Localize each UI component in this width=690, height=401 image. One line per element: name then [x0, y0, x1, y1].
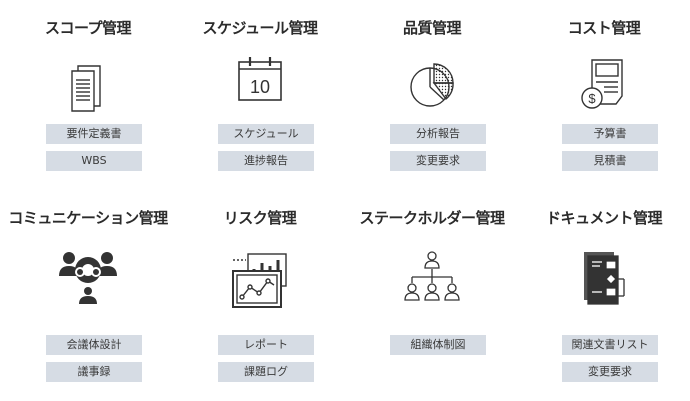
- label-1: WBS: [46, 151, 142, 171]
- cell-title: 品質管理: [402, 19, 462, 37]
- team-icon: [58, 246, 118, 306]
- cell-title: リスク管理: [223, 209, 297, 227]
- label-1: 進捗報告: [218, 151, 314, 171]
- svg-text:$: $: [588, 91, 596, 106]
- cell-title: コスト管理: [567, 19, 641, 37]
- cell-title: スケジュール管理: [202, 19, 318, 37]
- label-1: 課題ログ: [218, 362, 314, 382]
- flowchart-document-icon: [574, 248, 634, 308]
- charts-icon: [230, 251, 290, 311]
- label-0: 関連文書リスト: [562, 335, 658, 355]
- calendar-icon: 10: [230, 50, 290, 110]
- invoice-icon: $: [574, 54, 634, 114]
- label-1: 変更要求: [390, 151, 486, 171]
- label-0: 予算書: [562, 124, 658, 144]
- label-1: 変更要求: [562, 362, 658, 382]
- documents-icon: [58, 58, 118, 118]
- org-chart-icon: [402, 250, 462, 310]
- label-0: 組織体制図: [390, 335, 486, 355]
- label-1: 議事録: [46, 362, 142, 382]
- cell-title: コミュニケーション管理: [8, 209, 168, 227]
- label-1: 見積書: [562, 151, 658, 171]
- cell-title: ステークホルダー管理: [359, 209, 505, 227]
- cell-title: スコープ管理: [44, 19, 132, 37]
- label-0: 分析報告: [390, 124, 486, 144]
- cell-title: ドキュメント管理: [545, 209, 663, 227]
- label-0: 会議体設計: [46, 335, 142, 355]
- pie-chart-icon: [402, 55, 462, 115]
- label-0: 要件定義書: [46, 124, 142, 144]
- label-0: レポート: [218, 335, 314, 355]
- label-0: スケジュール: [218, 124, 314, 144]
- calendar-day: 10: [250, 77, 270, 97]
